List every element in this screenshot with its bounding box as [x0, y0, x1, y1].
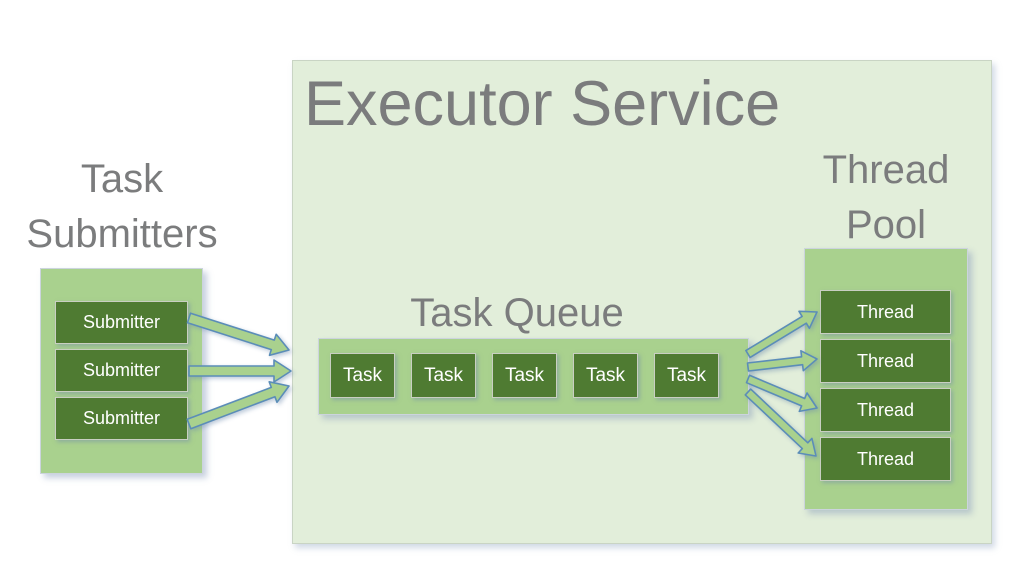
executor-service-container: Executor Service Thread Pool Task Queue …	[292, 60, 992, 544]
task-box: Task	[573, 353, 638, 398]
thread-pool-label: Thread Pool	[801, 143, 971, 253]
thread-box: Thread	[820, 290, 951, 334]
task-box: Task	[654, 353, 719, 398]
submitter-box: Submitter	[55, 301, 188, 344]
executor-service-title: Executor Service	[304, 69, 781, 139]
thread-box: Thread	[820, 437, 951, 481]
thread-pool-label-line2: Pool	[845, 203, 927, 247]
task-queue-container: Task Task Task Task Task	[318, 338, 749, 415]
submitter-box: Submitter	[55, 397, 188, 440]
submitter-to-queue-arrow	[188, 359, 292, 383]
thread-box: Thread	[820, 339, 951, 383]
task-queue-label: Task Queue	[410, 291, 624, 335]
submitter-box: Submitter	[55, 349, 188, 392]
thread-box: Thread	[820, 388, 951, 432]
task-box: Task	[330, 353, 395, 398]
task-box: Task	[492, 353, 557, 398]
thread-pool-label-line1: Thread	[822, 148, 950, 192]
task-box: Task	[411, 353, 476, 398]
task-submitters-label-line2: Submitters	[26, 212, 218, 256]
task-submitters-label-line1: Task	[80, 157, 164, 201]
task-submitters-label: Task Submitters	[22, 152, 222, 262]
